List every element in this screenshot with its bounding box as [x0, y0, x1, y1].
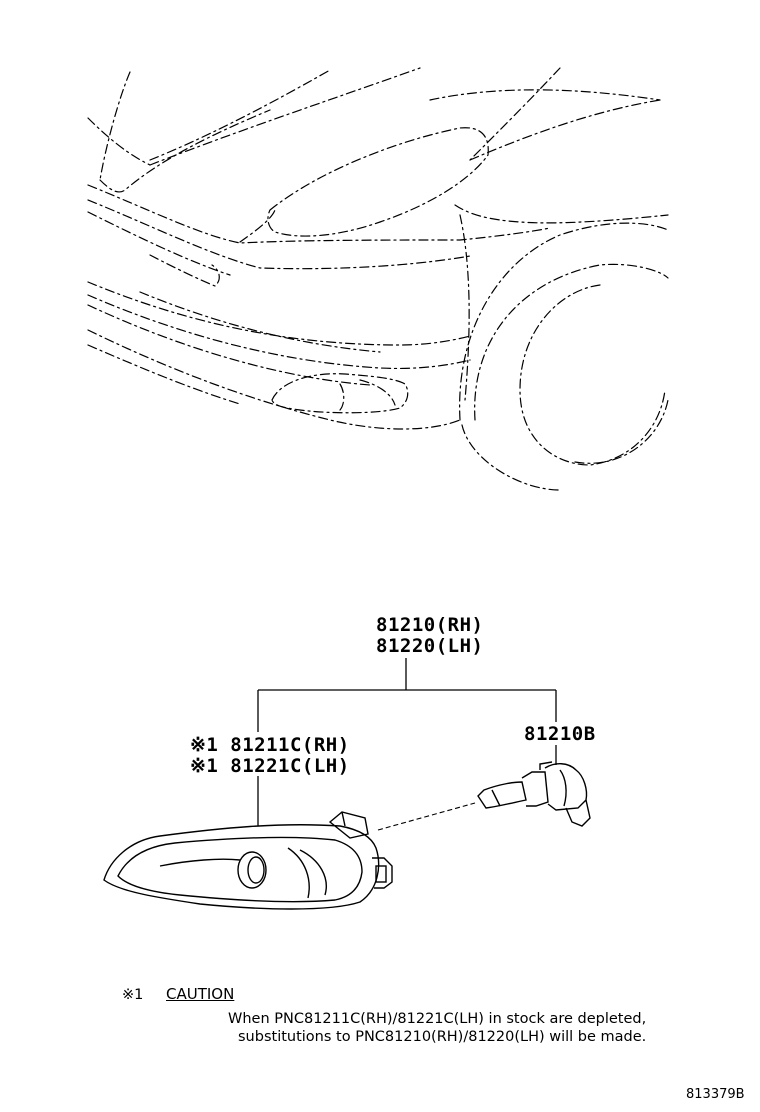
lens-rh-label: ※1 81211C(RH) [190, 734, 350, 756]
bulb-filament [491, 789, 501, 807]
figure-id: 813379B [686, 1087, 745, 1102]
fog-lamp-bulb-window [237, 851, 267, 889]
bulb-flange-line [559, 769, 567, 807]
hood-edge-left [87, 117, 151, 166]
caution-title: CAUTION [166, 985, 235, 1003]
fender-top-line [469, 99, 661, 161]
wheel-tire-outer [574, 399, 669, 464]
bumper-lower-2 [87, 344, 241, 405]
headlamp-inner [239, 209, 276, 243]
intake-line-3 [87, 304, 371, 386]
wheel-arch-outer [459, 222, 669, 421]
wheel-arch-lower [461, 424, 561, 491]
fog-lamp-lens-line [339, 383, 345, 411]
fog-lamp-assembly-drawing [103, 811, 393, 910]
fog-lamp-mount-tab-line [341, 811, 346, 827]
caution-line-1: When PNC81211C(RH)/81221C(LH) in stock a… [228, 1011, 647, 1027]
windshield-edge [469, 67, 561, 161]
hood-front-edge [99, 109, 271, 193]
fog-lamp-reflector-line [359, 379, 396, 406]
hood-crease-mid [149, 67, 421, 166]
fender-front-edge [459, 214, 470, 401]
vehicle-front-illustration [87, 67, 669, 491]
caution-mark: ※1 [122, 987, 144, 1003]
bulb-connector [565, 799, 591, 827]
bulb-insert-line [377, 802, 476, 831]
grille-opening [149, 254, 220, 287]
fog-lamp-bulb-window-inner [247, 856, 265, 884]
fog-lamp-mount-tab [328, 811, 369, 839]
bulb-base [521, 771, 549, 807]
assembly-lh-label: 81220(LH) [376, 635, 484, 657]
intake-line-2 [87, 294, 471, 370]
bumper-top-1 [87, 184, 551, 244]
fog-lamp-in-bumper [271, 373, 409, 414]
a-pillar-line [99, 71, 131, 181]
bumper-top-2 [87, 199, 471, 270]
wheel-arch-inner [474, 263, 669, 421]
fog-lamp-socket-port [375, 865, 387, 883]
fog-lamp-lens-detail-1 [159, 858, 241, 867]
fog-lamp-reflector-curve [299, 849, 327, 896]
fog-lamp-reflector-curve-2 [287, 847, 310, 899]
fog-lamp-socket [372, 857, 393, 889]
headlamp-outline [267, 127, 489, 237]
fog-lamp-bulb-drawing [477, 761, 591, 827]
lens-lh-label: ※1 81221C(LH) [190, 755, 350, 777]
assembly-rh-label: 81210(RH) [376, 614, 484, 636]
caution-line-2: substitutions to PNC81210(RH)/81220(LH) … [238, 1029, 647, 1045]
bulb-tab [539, 761, 553, 770]
bulb-label: 81210B [524, 723, 596, 745]
intake-line-1 [87, 281, 471, 346]
hood-crease-left [149, 69, 331, 161]
bulb-flange [544, 763, 588, 811]
fog-lamp-lens [117, 836, 363, 903]
wheel-tire [519, 284, 666, 466]
callout-leaders [257, 658, 557, 826]
bulb-glass [477, 781, 527, 809]
fog-lamp-housing [103, 824, 380, 910]
intake-line-4 [139, 291, 381, 353]
bumper-top-3 [87, 211, 231, 276]
bumper-lower [87, 329, 461, 430]
fender-side-line [454, 204, 669, 224]
hood-crease-right [429, 89, 661, 101]
